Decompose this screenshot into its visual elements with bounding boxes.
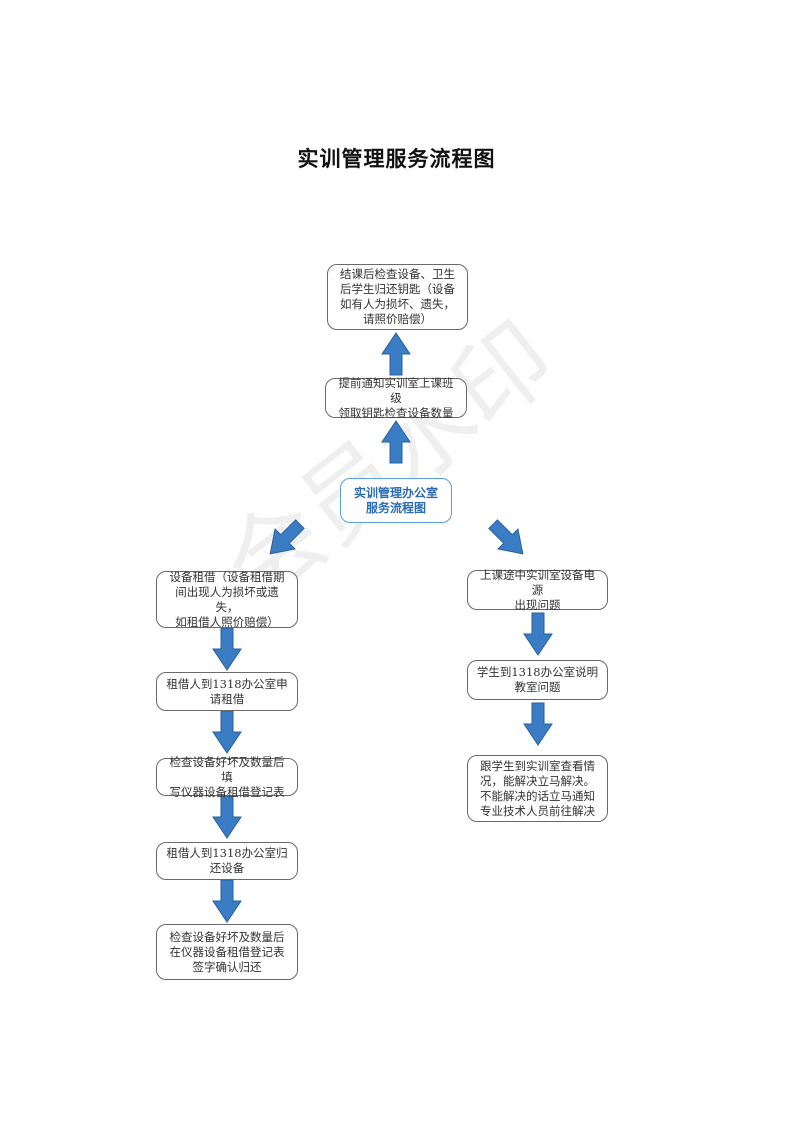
- arrow-right-1: [523, 612, 553, 656]
- node-borrow: 设备租借（设备租借期 间出现人为损坏或遗失， 如租借人照价赔偿）: [156, 570, 298, 629]
- node-resolve: 跟学生到实训室查看情 况，能解决立马解决。 不能解决的话立马通知 专业技术人员前…: [467, 755, 608, 822]
- arrow-down-right: [482, 513, 534, 565]
- arrow-left-2: [212, 710, 242, 754]
- node-check-fill: 检查设备好坏及数量后填 写仪器设备租借登记表: [156, 755, 298, 799]
- arrow-left-1: [212, 627, 242, 671]
- node-after-class: 结课后检查设备、卫生 后学生归还钥匙（设备 如有人为损坏、遗失， 请照价赔偿）: [327, 264, 468, 330]
- node-report: 学生到1318办公室说明 教室问题: [467, 660, 608, 700]
- arrow-left-3: [212, 795, 242, 839]
- arrow-up-1: [381, 332, 411, 376]
- arrow-left-4: [212, 879, 242, 923]
- node-power-issue: 上课途中实训室设备电源 出现问题: [467, 568, 608, 612]
- node-check-sign: 检查设备好坏及数量后 在仪器设备租借登记表 签字确认归还: [156, 924, 298, 980]
- page-title: 实训管理服务流程图: [297, 146, 496, 171]
- arrow-down-left: [259, 513, 311, 565]
- arrow-right-2: [523, 702, 553, 746]
- node-notify: 提前通知实训室上课班级 领取钥匙检查设备数量: [325, 376, 467, 420]
- node-center: 实训管理办公室 服务流程图: [340, 478, 452, 523]
- node-apply: 租借人到1318办公室申 请租借: [156, 672, 298, 711]
- arrow-up-2: [381, 420, 411, 464]
- node-return: 租借人到1318办公室归 还设备: [156, 842, 298, 880]
